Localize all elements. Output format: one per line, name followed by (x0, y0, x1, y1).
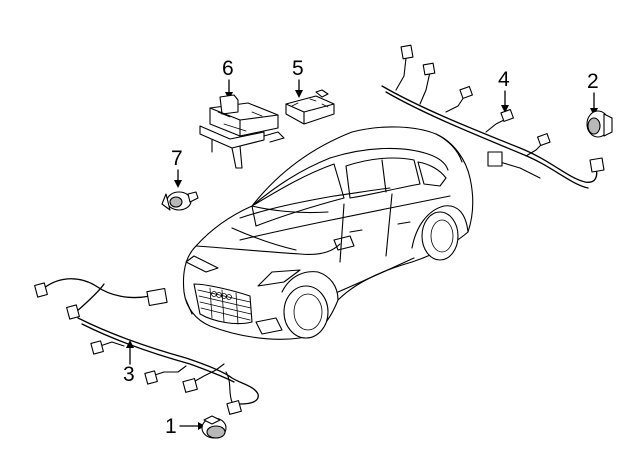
callout-2-label: 2 (587, 70, 599, 93)
part-4-rear-wiring-harness[interactable] (381, 44, 605, 189)
callout-2[interactable]: 2 (587, 70, 599, 116)
callout-6-label: 6 (222, 57, 234, 80)
part-7-park-sensor[interactable] (161, 191, 199, 211)
callout-3[interactable]: 3 (123, 340, 135, 386)
callout-1-arrowhead (198, 422, 205, 430)
callout-3-label: 3 (123, 363, 135, 386)
callout-4[interactable]: 4 (498, 68, 510, 113)
callout-5-label: 5 (292, 57, 304, 80)
callout-4-label: 4 (498, 68, 510, 91)
vehicle-illustration (182, 126, 474, 340)
callout-5[interactable]: 5 (292, 57, 304, 98)
part-2-park-sensor[interactable] (586, 110, 613, 138)
callout-7-arrowhead (174, 180, 182, 188)
callout-5-arrowhead (295, 90, 303, 98)
part-1-park-sensor[interactable] (201, 415, 227, 439)
callout-7[interactable]: 7 (171, 147, 183, 188)
callout-4-arrowhead (501, 105, 509, 113)
callout-6[interactable]: 6 (222, 57, 234, 100)
part-6-control-module-bracket[interactable] (199, 94, 285, 169)
callout-7-label: 7 (171, 147, 183, 170)
part-3-front-wiring-harness[interactable] (34, 278, 259, 415)
part-5-parking-aid-module[interactable] (285, 89, 335, 125)
callout-1[interactable]: 1 (165, 415, 205, 438)
callout-1-label: 1 (165, 415, 177, 438)
